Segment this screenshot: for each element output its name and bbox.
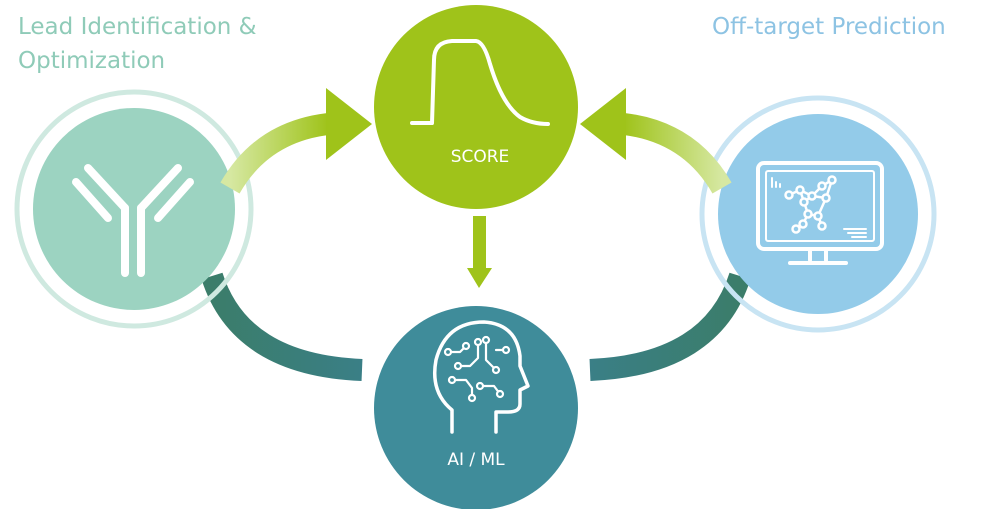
aiml-node-circle xyxy=(374,306,578,509)
off-target-prediction-title: Off-target Prediction xyxy=(712,14,946,40)
antibody-icon xyxy=(72,164,194,277)
arc-antibody-to-aiml xyxy=(201,272,363,381)
lead-identification-title: Lead Identification & Optimization xyxy=(18,14,257,74)
monitor-node-ring xyxy=(699,95,937,333)
arrow-antibody-to-score xyxy=(220,88,372,194)
monitor-node xyxy=(699,95,937,333)
network-monitor-icon xyxy=(756,161,884,265)
antibody-node xyxy=(14,89,254,329)
score-node-circle xyxy=(374,5,578,209)
peak-curve-icon xyxy=(410,39,550,126)
arrow-monitor-to-score xyxy=(580,88,732,194)
score-label: SCORE xyxy=(451,147,510,167)
arrow-score-to-aiml xyxy=(467,216,492,288)
arc-monitor-to-aiml xyxy=(589,272,751,381)
antibody-node-ring xyxy=(14,89,254,329)
circuit-brain-head-icon xyxy=(433,320,530,434)
aiml-node: AI / ML xyxy=(374,306,578,509)
aiml-label: AI / ML xyxy=(447,450,505,470)
score-node: SCORE xyxy=(374,5,578,209)
antibody-node-circle xyxy=(33,108,235,310)
